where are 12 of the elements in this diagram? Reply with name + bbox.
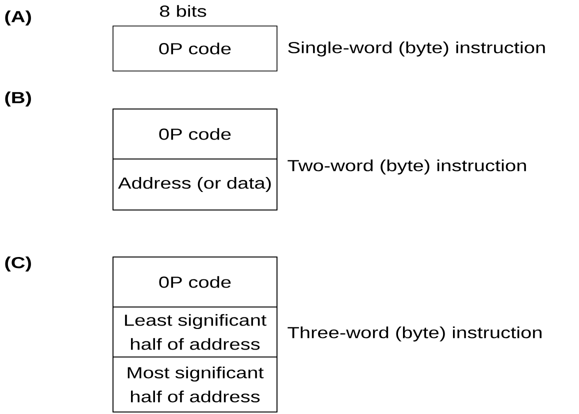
instruction-label: Two-word (byte) instruction — [288, 160, 526, 174]
instruction-box: 0P code — [112, 26, 278, 72]
instruction-label: Single-word (byte) instruction — [288, 42, 545, 56]
field-cell: 0P code — [112, 108, 278, 160]
instruction-label: Three-word (byte) instruction — [288, 326, 542, 342]
field-cell: 0P code — [112, 256, 278, 308]
field-cell: Address (or data) — [112, 158, 278, 210]
field-cell: Least significant half of address — [112, 306, 278, 358]
panel-label: (B) — [5, 92, 31, 106]
panel-label: (A) — [5, 10, 31, 26]
panel-label: (C) — [5, 256, 31, 272]
field-cell: Most significant half of address — [112, 356, 278, 412]
